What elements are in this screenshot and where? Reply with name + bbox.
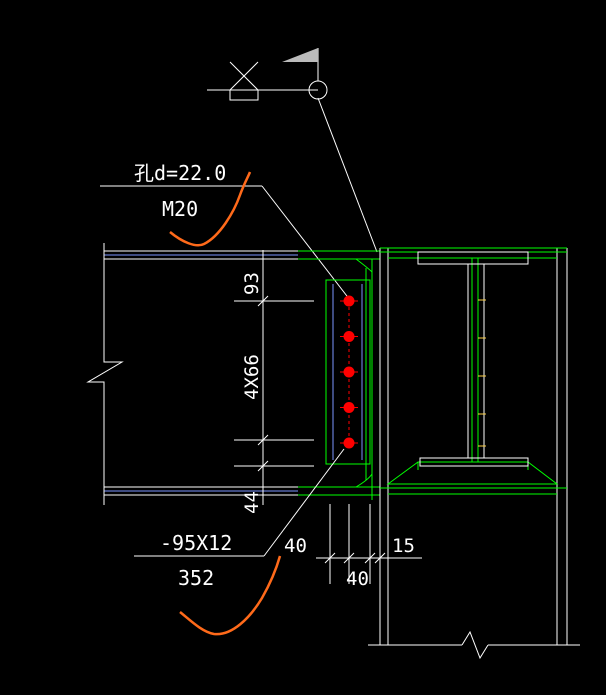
dim-40-a: 40 — [284, 535, 307, 557]
dim-bolt-spacing: 4X66 — [241, 354, 263, 400]
plate-length: 352 — [178, 566, 214, 590]
weld-symbol — [207, 48, 378, 253]
horizontal-dimensions — [316, 504, 422, 584]
plate-label: -95X12 — [160, 531, 232, 555]
hole-leader — [100, 185, 351, 301]
dim-bottom-edge: 44 — [241, 491, 263, 514]
hole-label: 孔d=22.0 — [134, 161, 226, 185]
column — [368, 248, 580, 660]
dim-15: 15 — [392, 535, 415, 557]
connection-plate — [298, 250, 380, 500]
flag-icon — [282, 48, 318, 62]
dim-40-b: 40 — [346, 568, 369, 590]
bolt-label: M20 — [162, 197, 198, 221]
plate-leader — [134, 448, 345, 557]
vertical-dimensions — [234, 250, 314, 505]
markup-stroke — [169, 171, 252, 247]
bolt-group — [340, 295, 358, 449]
left-beam — [86, 243, 298, 505]
column-cap-plate — [417, 251, 529, 467]
plate-inner-lines — [332, 284, 363, 460]
web-ticks — [478, 299, 486, 447]
dim-top-edge: 93 — [241, 272, 263, 295]
column-green — [380, 247, 567, 495]
markup-stroke-bottom — [179, 555, 282, 636]
